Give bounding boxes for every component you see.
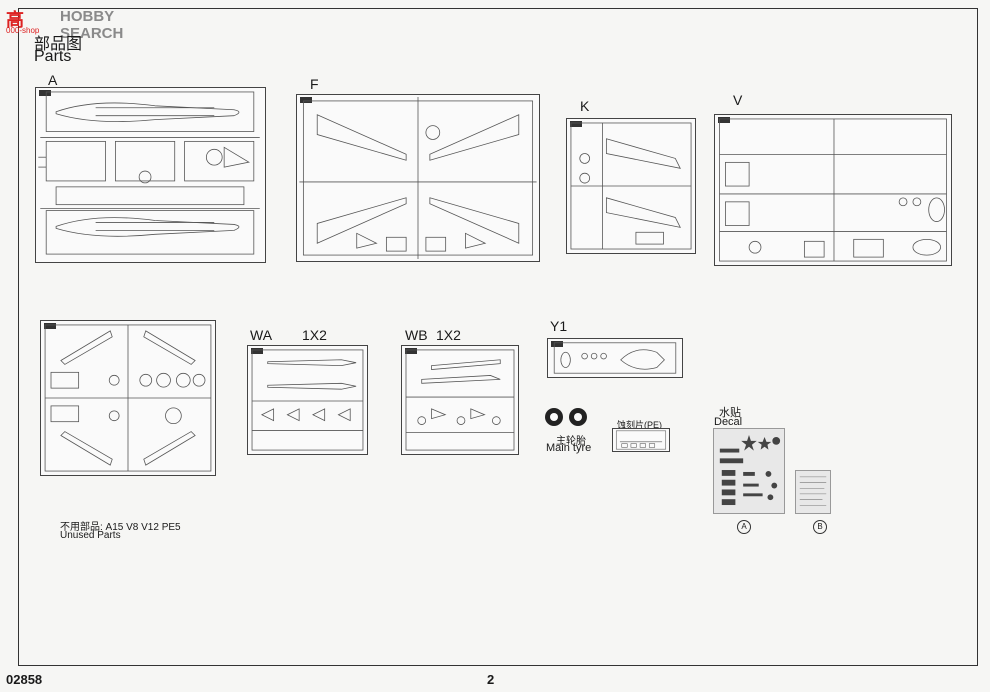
- sprue-f: [296, 94, 540, 262]
- decal-sheet-a: [713, 428, 785, 514]
- decal-label-en: Decal: [714, 416, 743, 428]
- sprue-f-drawing: [299, 96, 537, 260]
- sprue-wa: [247, 345, 368, 455]
- sprue-k-label: K: [580, 98, 590, 114]
- watermark: 高 HOBBY SEARCH 000-shop: [2, 4, 162, 42]
- decal-sheet-b-marker: B: [813, 520, 827, 534]
- watermark-logo: 高: [6, 10, 25, 30]
- sprue-wa-qty: 1X2: [302, 327, 327, 343]
- sprue-wb-drawing: [405, 349, 515, 451]
- sprue-tag: [39, 90, 51, 96]
- decal-sheet-a-drawing: [719, 435, 781, 506]
- main-tyre-label-cn: 主轮胎: [556, 436, 586, 447]
- sprue-f-label: F: [310, 76, 319, 92]
- pe-fret-drawing: [615, 430, 667, 450]
- sprue-v-label: V: [733, 92, 743, 108]
- watermark-brand: HOBBY SEARCH: [60, 8, 124, 42]
- page-title-cn: 部品图: [34, 36, 83, 53]
- unused-parts-cn: 不用部品: A15 V8 V12 PE5: [60, 522, 181, 533]
- decal-label-cn: 水贴: [719, 407, 741, 419]
- decal-sheet-b: [795, 470, 831, 514]
- sprue-tag: [44, 323, 56, 329]
- sprue-a-drawing: [38, 91, 260, 255]
- sprue-a: [35, 87, 266, 263]
- pe-fret: [612, 428, 670, 452]
- pe-label: 蚀刻片(PE): [617, 420, 663, 430]
- sprue-a-label: A: [48, 72, 58, 88]
- main-tyre-label-en: Main tyre: [546, 442, 592, 454]
- main-tyre-icon: [545, 408, 587, 426]
- sprue-tag: [570, 121, 582, 127]
- footer-product-code: 02858: [6, 672, 43, 687]
- sprue-wb: [401, 345, 519, 455]
- page-border: [18, 8, 978, 666]
- sprue-wb-label: WB: [405, 327, 428, 343]
- sprue-tag: [405, 348, 417, 354]
- sprue-k: [566, 118, 696, 254]
- sprue-wa-label: WA: [250, 327, 273, 343]
- sprue-tag: [551, 341, 563, 347]
- watermark-url: 000-shop: [6, 26, 40, 35]
- decal-sheet-b-drawing: [799, 476, 827, 506]
- sprue-v: [714, 114, 952, 266]
- sprue-tag: [718, 117, 730, 123]
- sprue-tag: [251, 348, 263, 354]
- sprue-v-drawing: [719, 118, 947, 262]
- decal-sheet-a-marker: A: [737, 520, 751, 534]
- page-title-en: Parts: [34, 48, 72, 65]
- sprue-tag: [300, 97, 312, 103]
- sprue-unlabeled: [40, 320, 216, 476]
- footer-page-number: 2: [487, 672, 495, 687]
- sprue-y1-drawing: [553, 342, 677, 374]
- sprue-y1: [547, 338, 683, 378]
- sprue-k-drawing: [570, 122, 692, 250]
- unused-parts-en: Unused Parts: [60, 530, 121, 541]
- sprue-unlabeled-drawing: [44, 324, 212, 472]
- sprue-y1-label: Y1: [550, 318, 568, 334]
- sprue-wb-qty: 1X2: [436, 327, 461, 343]
- sprue-wa-drawing: [251, 349, 364, 451]
